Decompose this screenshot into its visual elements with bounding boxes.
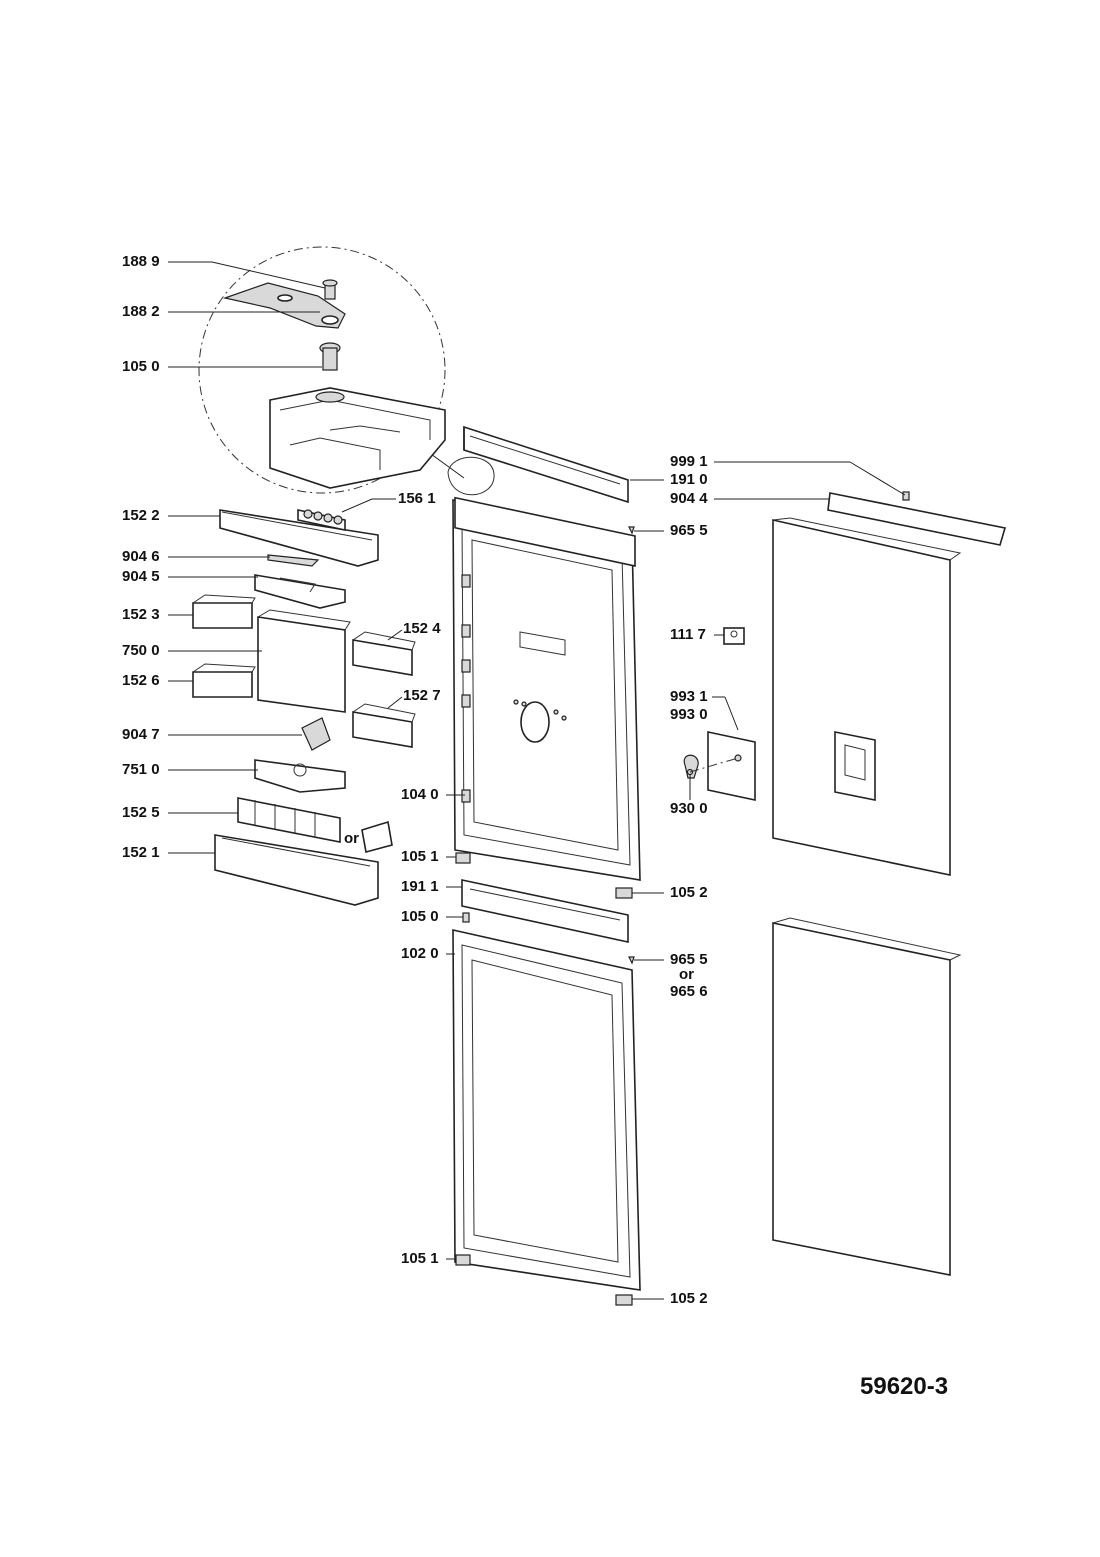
small-hardware-parts (455, 526, 635, 1306)
butter-shelf-part (219, 509, 379, 567)
hinge-pin-part (322, 279, 338, 300)
part-label-191-0: 191 0 (670, 471, 708, 488)
dispenser-base-part (254, 759, 346, 793)
part-label-904-5: 904 5 (122, 568, 160, 585)
bottle-shelf-part (214, 834, 379, 906)
part-label-105-0-lower: 105 0 (401, 908, 439, 925)
part-label-156-1: 156 1 (398, 490, 436, 507)
leader-lines (168, 261, 906, 1300)
part-label-102-0: 102 0 (401, 945, 439, 962)
part-label-105-1-upper: 105 1 (401, 848, 439, 865)
part-label-152-3: 152 3 (122, 606, 160, 623)
hinge-bushing-part (319, 342, 341, 371)
part-label-904-7: 904 7 (122, 726, 160, 743)
part-label-152-2: 152 2 (122, 507, 160, 524)
upper-door-gasket-part (463, 425, 629, 504)
part-label-904-6: 904 6 (122, 548, 160, 565)
part-label-993-1: 993 1 (670, 688, 708, 705)
upper-door-outer-panel-part (772, 517, 962, 876)
hinge-bracket-part (222, 282, 346, 329)
part-label-751-0: 751 0 (122, 761, 160, 778)
water-valve-part (301, 717, 331, 751)
part-label-965-5-upper: 965 5 (670, 522, 708, 539)
part-label-750-0: 750 0 (122, 642, 160, 659)
lower-door-inner-liner-part (452, 929, 641, 1291)
brand-logo-part (723, 627, 745, 645)
part-label-152-5: 152 5 (122, 804, 160, 821)
small-shelf-right-upper-part (352, 631, 416, 676)
water-tank-part (257, 609, 351, 713)
part-label-188-9: 188 9 (122, 253, 160, 270)
shelf-insert-part (237, 797, 341, 843)
lower-door-outer-panel-part (772, 917, 962, 1276)
small-cover-part (267, 554, 320, 567)
small-shelf-right-lower-part (352, 703, 416, 748)
part-label-999-1: 999 1 (670, 453, 708, 470)
part-label-104-0: 104 0 (401, 786, 439, 803)
egg-tray-part (297, 509, 346, 531)
part-label-152-1: 152 1 (122, 844, 160, 861)
part-label-191-1: 191 1 (401, 878, 439, 895)
part-label-930-0: 930 0 (670, 800, 708, 817)
small-shelf-left-upper-part (192, 594, 256, 629)
water-tank-lid-part (254, 574, 346, 609)
shelf-alternative-part (361, 820, 393, 853)
part-label-152-6: 152 6 (122, 672, 160, 689)
dispenser-cover-part (683, 731, 756, 801)
part-label-904-4: 904 4 (670, 490, 708, 507)
part-label-993-0: 993 0 (670, 706, 708, 723)
small-shelf-left-lower-part (192, 663, 256, 698)
door-top-corner-detail (269, 387, 446, 489)
part-label-965-6: 965 6 (670, 983, 708, 1000)
part-label-105-2-lower: 105 2 (670, 1290, 708, 1307)
part-label-105-2-upper: 105 2 (670, 884, 708, 901)
part-label-965-5-lower: 965 5 (670, 951, 708, 968)
top-trim-strip-part (827, 491, 1007, 546)
document-number: 59620-3 (860, 1373, 949, 1400)
part-label-105-1-lower: 105 1 (401, 1250, 439, 1267)
part-label-152-4: 152 4 (403, 620, 441, 637)
upper-door-inner-liner-part (452, 496, 641, 881)
part-label-111-7: 111 7 (670, 626, 706, 643)
alternative-or-label: or (344, 830, 359, 847)
lower-door-gasket-part (461, 879, 629, 943)
alternative-or-label-lower: or (679, 966, 694, 983)
part-label-105-0-detail: 105 0 (122, 358, 160, 375)
part-label-188-2: 188 2 (122, 303, 160, 320)
part-label-152-7: 152 7 (403, 687, 441, 704)
